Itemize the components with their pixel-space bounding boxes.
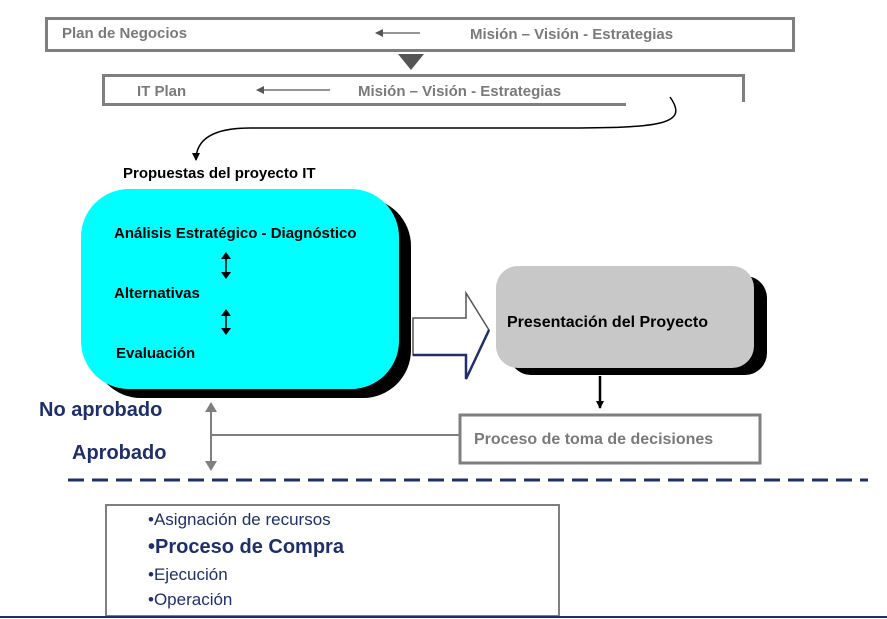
propuestas-label: Propuestas del proyecto IT bbox=[123, 165, 316, 182]
decision-frame bbox=[458, 413, 762, 465]
business-plan-frame bbox=[45, 17, 795, 52]
mision-vision-label-it: Misión – Visión - Estrategias bbox=[358, 83, 562, 100]
evaluacion-label: Evaluación bbox=[116, 345, 196, 362]
no-aprobado-label: No aprobado bbox=[39, 399, 163, 421]
list-item-ejecucion: •Ejecución bbox=[148, 565, 228, 584]
aprobado-label: Aprobado bbox=[72, 442, 167, 464]
list-item-compra: •Proceso de Compra bbox=[148, 536, 344, 558]
alternativas-label: Alternativas bbox=[114, 285, 200, 302]
it-plan-label: IT Plan bbox=[137, 83, 187, 100]
analisis-label: Análisis Estratégico - Diagnóstico bbox=[114, 225, 357, 242]
triangle-down-connector bbox=[398, 54, 424, 70]
list-item-operacion: •Operación bbox=[148, 590, 233, 609]
mision-vision-label-top: Misión – Visión - Estrategias bbox=[470, 26, 674, 43]
curved-arrow bbox=[192, 96, 677, 161]
presentacion-label: Presentación del Proyecto bbox=[507, 314, 708, 331]
plan-negocios-label: Plan de Negocios bbox=[62, 25, 188, 42]
list-item-asignacion: •Asignación de recursos bbox=[148, 510, 331, 529]
block-arrow-icon bbox=[412, 290, 490, 380]
cyan-box bbox=[81, 189, 399, 389]
presentation-box bbox=[496, 266, 754, 368]
proceso-toma-label: Proceso de toma de decisiones bbox=[474, 431, 714, 448]
list-frame bbox=[105, 504, 560, 617]
it-plan-frame bbox=[102, 74, 745, 106]
